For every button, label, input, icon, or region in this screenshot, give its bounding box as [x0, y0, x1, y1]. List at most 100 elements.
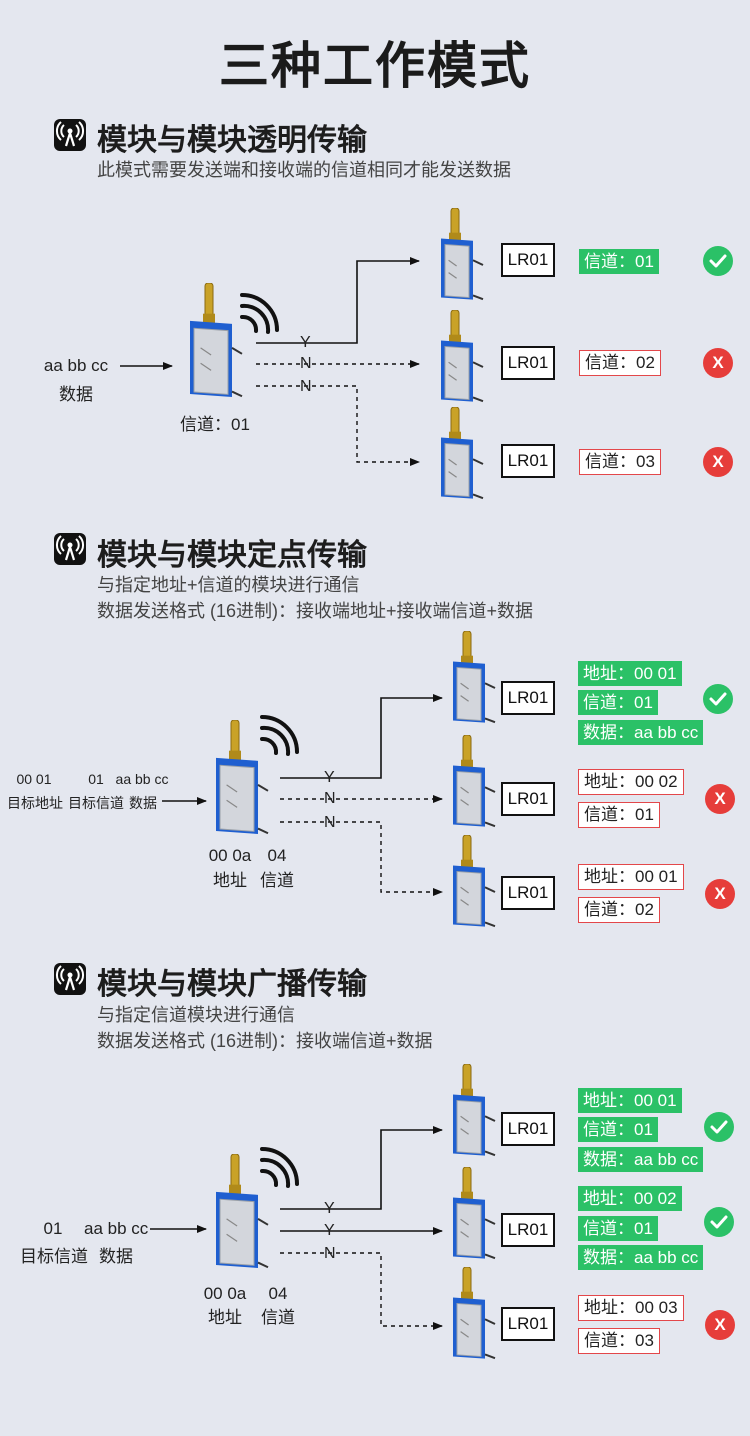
target-address-value: 00 01: [16, 771, 52, 787]
target-channel-value: 01: [43, 1219, 63, 1238]
wireless-signal-icon: [54, 963, 86, 995]
page-title: 三种工作模式: [219, 38, 531, 94]
sender-address-label: 地址: [208, 1308, 242, 1327]
field-tag-ok: 地址：00 02: [578, 1186, 682, 1211]
link-label: Y: [300, 334, 311, 351]
field-tag-ok: 信道：01: [578, 1216, 658, 1241]
field-tag-ok: 数据：aa bb cc: [578, 1245, 704, 1270]
sender-module: [214, 1153, 270, 1277]
section-description: 此模式需要发送端和接收端的信道相同才能发送数据: [97, 160, 511, 180]
sender-channel-value: 04: [268, 1284, 288, 1303]
sender-address-value: 00 0a: [208, 846, 252, 865]
wireless-signal-icon: [54, 533, 86, 565]
module-label: LR01: [501, 876, 555, 910]
check-circle-icon: [703, 246, 733, 276]
signal-waves-icon: [258, 714, 300, 761]
module-label: LR01: [501, 782, 555, 816]
section-description: 与指定地址+信道的模块进行通信: [97, 575, 360, 595]
field-tag-fail: 地址：00 02: [578, 769, 684, 795]
field-tag-fail: 信道：03: [578, 1328, 660, 1354]
check-circle-icon: [704, 1112, 734, 1142]
sender-channel-value: 04: [267, 846, 287, 865]
receiver-module: [451, 734, 497, 835]
field-tag-fail: 信道：01: [578, 802, 660, 828]
receiver-module: [439, 406, 485, 507]
x-circle-icon: X: [703, 447, 733, 477]
sender-module: [188, 282, 244, 406]
section-title: 模块与模块透明传输: [97, 124, 367, 157]
target-channel-label: 目标信道: [20, 1247, 88, 1266]
input-data-value: aa bb cc: [43, 356, 109, 375]
link-n: [256, 385, 420, 466]
link-label: Y: [324, 1222, 335, 1239]
target-address-label: 目标地址: [7, 795, 63, 811]
field-tag-fail: 信道：03: [579, 449, 661, 475]
data-value: aa bb cc: [115, 771, 169, 787]
link-label: N: [324, 1245, 336, 1262]
link-n: [280, 1252, 443, 1330]
input-data-label: 数据: [59, 385, 93, 404]
section-format: 数据发送格式 (16进制)：接收端地址+接收端信道+数据: [97, 601, 534, 621]
section-description: 与指定信道模块进行通信: [97, 1005, 295, 1025]
link-label: N: [324, 814, 336, 831]
x-circle-icon: X: [705, 1310, 735, 1340]
target-channel-value: 01: [88, 771, 104, 787]
section-title: 模块与模块广播传输: [97, 968, 367, 1001]
data-label: 数据: [99, 1247, 133, 1266]
module-label: LR01: [501, 1307, 555, 1341]
field-tag-ok: 地址：00 01: [578, 1088, 682, 1113]
data-label: 数据: [129, 795, 157, 811]
link-label: N: [324, 790, 336, 807]
field-tag-ok: 地址：00 01: [578, 661, 682, 686]
section-title: 模块与模块定点传输: [97, 539, 367, 572]
receiver-module: [451, 1266, 497, 1367]
field-tag-fail: 信道：02: [579, 350, 661, 376]
link-n: [280, 821, 443, 896]
check-circle-icon: [703, 684, 733, 714]
x-circle-icon: X: [703, 348, 733, 378]
sender-address-value: 00 0a: [203, 1284, 247, 1303]
field-tag-fail: 地址：00 03: [578, 1295, 684, 1321]
sender-channel-label: 信道: [261, 1308, 295, 1327]
module-label: LR01: [501, 681, 555, 715]
link-label: N: [300, 378, 312, 395]
receiver-module: [439, 207, 485, 308]
module-label: LR01: [501, 1213, 555, 1247]
link-y: [256, 257, 420, 344]
module-label: LR01: [501, 346, 555, 380]
sender-address-label: 地址: [213, 871, 247, 890]
field-tag-ok: 数据：aa bb cc: [578, 720, 704, 745]
x-circle-icon: X: [705, 879, 735, 909]
link-y: [280, 1126, 443, 1210]
module-label: LR01: [501, 1112, 555, 1146]
link-label: N: [300, 355, 312, 372]
sender-channel: 信道：01: [180, 415, 250, 434]
field-tag-ok: 信道：01: [578, 1117, 658, 1142]
x-circle-icon: X: [705, 784, 735, 814]
receiver-module: [439, 309, 485, 410]
receiver-module: [451, 1166, 497, 1267]
data-value: aa bb cc: [84, 1219, 149, 1238]
field-tag-ok: 信道：01: [578, 690, 658, 715]
wireless-signal-icon: [54, 119, 86, 151]
receiver-module: [451, 834, 497, 935]
section-format: 数据发送格式 (16进制)：接收端信道+数据: [97, 1031, 433, 1051]
signal-waves-icon: [238, 292, 280, 339]
check-circle-icon: [704, 1207, 734, 1237]
receiver-module: [451, 1063, 497, 1164]
module-label: LR01: [501, 444, 555, 478]
link-label: Y: [324, 769, 335, 786]
sender-channel-label: 信道: [260, 871, 294, 890]
target-channel-label: 目标信道: [68, 795, 124, 811]
field-tag-fail: 地址：00 01: [578, 864, 684, 890]
signal-waves-icon: [258, 1146, 300, 1193]
receiver-module: [451, 630, 497, 731]
module-label: LR01: [501, 243, 555, 277]
link-y: [280, 694, 443, 779]
field-tag-ok: 数据：aa bb cc: [578, 1147, 704, 1172]
field-tag-fail: 信道：02: [578, 897, 660, 923]
link-label: Y: [324, 1200, 335, 1217]
field-tag-ok: 信道：01: [579, 249, 659, 274]
sender-module: [214, 719, 270, 843]
